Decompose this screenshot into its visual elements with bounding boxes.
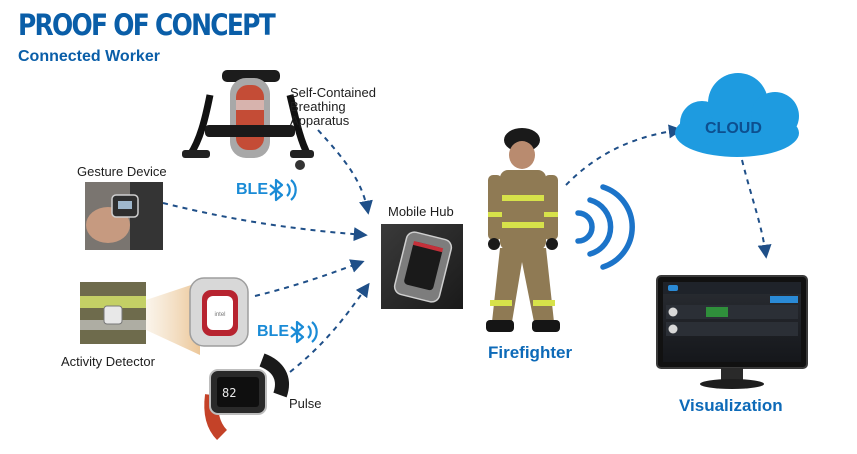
gesture-device-image [85, 182, 163, 250]
line-gesture-to-hub [162, 202, 368, 242]
scba-apparatus-image [182, 70, 314, 170]
scba-label: Self-Contained Breathing Apparatus [290, 86, 376, 128]
gesture-device-label: Gesture Device [77, 164, 167, 179]
svg-text:intel: intel [214, 312, 225, 318]
mobile-hub-image [381, 224, 463, 309]
pulse-label: Pulse [289, 396, 322, 411]
visualization-monitor [656, 275, 808, 389]
connection-lines [162, 124, 772, 373]
activity-detector-device: intel [189, 277, 249, 347]
ble-label-bottom: BLE [257, 323, 289, 340]
firefighter-figure [486, 128, 560, 332]
mobile-hub-label: Mobile Hub [388, 204, 454, 219]
line-scba-to-hub [317, 129, 373, 215]
line-cloud-to-visualization [741, 159, 772, 259]
scba-label-line-3: Apparatus [290, 113, 350, 128]
line-activity-to-hub [254, 259, 365, 297]
scba-label-line-2: Breathing [290, 99, 346, 114]
wireless-signal-icon [575, 184, 635, 270]
bluetooth-icon-bottom [290, 320, 318, 344]
cloud-label: CLOUD [705, 120, 762, 137]
activity-detector-label: Activity Detector [61, 354, 155, 369]
page-title: PROOF OF CONCEPT [18, 8, 276, 42]
ble-label-top: BLE [236, 181, 268, 198]
line-firefighter-to-cloud [565, 124, 683, 186]
page-subtitle: Connected Worker [18, 48, 160, 65]
watch-time: 82 [222, 386, 236, 400]
activity-detector-photo [80, 282, 146, 344]
visualization-label: Visualization [679, 396, 783, 415]
firefighter-label: Firefighter [488, 343, 573, 362]
bluetooth-icon-top [269, 178, 297, 202]
cloud-icon [675, 73, 799, 157]
pulse-watch-image [204, 353, 289, 440]
activity-detector-beam [146, 282, 200, 355]
scba-label-line-1: Self-Contained [290, 85, 376, 100]
